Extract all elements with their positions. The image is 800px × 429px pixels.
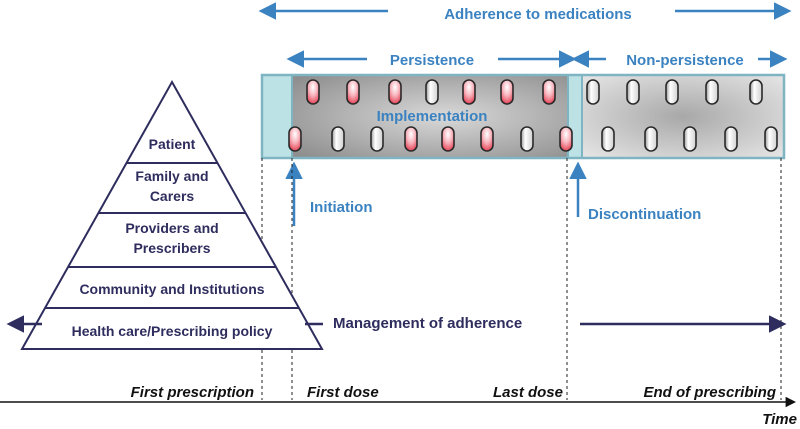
pill-missed — [520, 126, 534, 152]
tier-providers-line1: Providers and — [125, 220, 218, 236]
pill-missed — [644, 126, 658, 152]
management-label: Management of adherence — [333, 315, 522, 332]
pill-taken — [559, 126, 573, 152]
pill-taken — [346, 79, 360, 105]
pill-taken — [480, 126, 494, 152]
tier-family-line2: Carers — [150, 188, 195, 204]
pill-missed — [370, 126, 384, 152]
pill-missed — [331, 126, 345, 152]
pill-missed — [665, 79, 679, 105]
pill-missed — [586, 79, 600, 105]
pyramid-outline — [20, 79, 324, 350]
persistence-label: Persistence — [390, 52, 474, 69]
pill-missed — [724, 126, 738, 152]
tier-family-line1: Family and — [135, 168, 208, 184]
pill-taken — [288, 126, 302, 152]
guide-lines — [261, 158, 782, 400]
pills — [288, 79, 778, 152]
non-persistence-label: Non-persistence — [626, 52, 744, 69]
pill-missed — [601, 126, 615, 152]
milestone-end-of-prescribing: End of prescribing — [643, 384, 776, 401]
pill-taken — [306, 79, 320, 105]
pill-taken — [441, 126, 455, 152]
pill-missed — [749, 79, 763, 105]
pyramid: Patient Family and Carers Providers and … — [20, 79, 324, 350]
management-span: Management of adherence — [6, 315, 787, 333]
pill-taken — [388, 79, 402, 105]
pill-taken — [542, 79, 556, 105]
adherence-label: Adherence to medications — [444, 6, 632, 23]
tier-community: Community and Institutions — [79, 281, 264, 297]
tier-patient: Patient — [149, 136, 196, 152]
tier-providers-line2: Prescribers — [133, 240, 210, 256]
time-axis-label: Time — [762, 411, 797, 428]
pill-missed — [764, 126, 778, 152]
milestone-first-dose: First dose — [307, 384, 379, 401]
pill-taken — [404, 126, 418, 152]
milestone-last-dose: Last dose — [493, 384, 563, 401]
pill-missed — [425, 79, 439, 105]
tier-health-care: Health care/Prescribing policy — [72, 323, 273, 339]
pill-taken — [462, 79, 476, 105]
initiation-label: Initiation — [310, 199, 373, 216]
discontinuation-marker: Discontinuation — [569, 161, 701, 223]
pill-box-border — [260, 73, 786, 160]
initiation-gap — [261, 74, 293, 159]
discontinuation-label: Discontinuation — [588, 206, 701, 223]
milestone-first-prescription: First prescription — [131, 384, 254, 401]
time-axis: First prescription First dose Last dose … — [0, 384, 797, 428]
pill-taken — [500, 79, 514, 105]
pill-missed — [683, 126, 697, 152]
implementation-label: Implementation — [377, 108, 488, 125]
persistence-span: Persistence — [286, 50, 577, 69]
adherence-span: Adherence to medications — [258, 2, 792, 23]
pill-missed — [705, 79, 719, 105]
pill-missed — [626, 79, 640, 105]
initiation-marker: Initiation — [285, 161, 373, 226]
non-persistence-span: Non-persistence — [571, 50, 788, 69]
